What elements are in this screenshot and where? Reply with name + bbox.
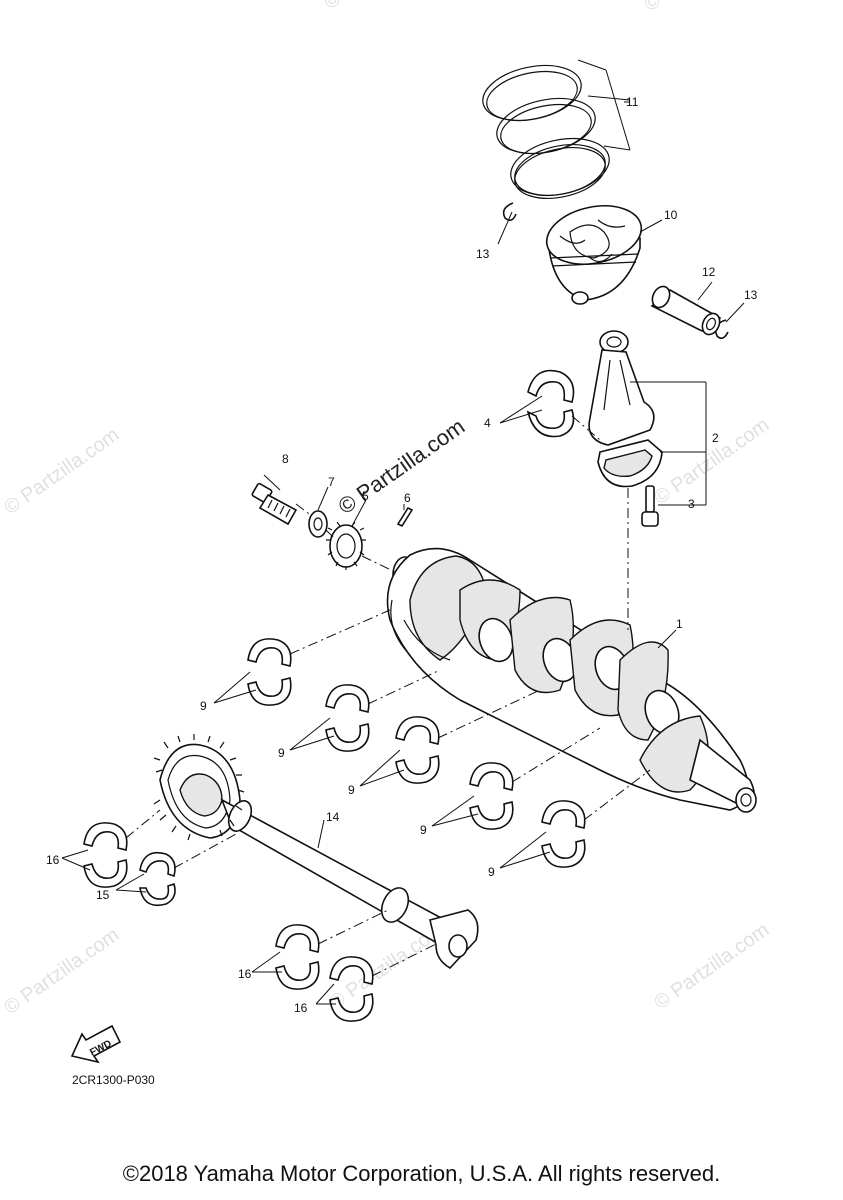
watermarks: © Partzilla.com © Partzilla.com © Partzi… <box>0 0 773 1019</box>
callout-1: 1 <box>676 617 683 631</box>
piston-pin <box>650 285 722 336</box>
callout-9: 9 <box>488 865 495 879</box>
callout-9: 9 <box>278 746 285 760</box>
callout-16: 16 <box>46 853 60 867</box>
callouts: 1 2 3 4 5 6 7 8 9 9 9 9 9 10 11 12 13 13… <box>46 95 758 1015</box>
callout-8: 8 <box>282 452 289 466</box>
callout-12: 12 <box>702 265 716 279</box>
callout-7: 7 <box>328 475 335 489</box>
callout-5: 5 <box>362 489 369 503</box>
callout-13: 13 <box>744 288 758 302</box>
callout-6: 6 <box>404 491 411 505</box>
connecting-rod <box>588 330 663 488</box>
callout-16: 16 <box>294 1001 308 1015</box>
connecting-rod-bolt <box>641 485 659 527</box>
callout-14: 14 <box>326 810 340 824</box>
callout-10: 10 <box>664 208 678 222</box>
washer <box>308 510 328 538</box>
crank-main-bearings <box>247 638 586 868</box>
watermark: © Partzilla.com <box>0 924 123 1019</box>
callout-2: 2 <box>712 431 719 445</box>
piston-pin-clip-left <box>502 202 517 222</box>
balancer-bearings <box>83 822 374 1022</box>
watermark: © Partzilla.com <box>320 0 443 14</box>
woodruff-key <box>396 506 414 528</box>
piston-rings <box>482 64 610 199</box>
piston <box>545 205 643 305</box>
callout-16: 16 <box>238 967 252 981</box>
callout-13: 13 <box>476 247 490 261</box>
leader-lines <box>61 59 745 1005</box>
copyright-notice: ©2018 Yamaha Motor Corporation, U.S.A. A… <box>122 1161 721 1186</box>
fwd-arrow-icon: FWD <box>70 1024 122 1064</box>
balancer-shaft <box>153 734 479 970</box>
conrod-bearings <box>526 369 575 438</box>
callout-15: 15 <box>96 888 110 902</box>
watermark: © Partzilla.com <box>640 0 763 16</box>
watermark: © Partzilla.com <box>0 424 123 519</box>
watermark-center: © Partzilla.com <box>334 414 470 520</box>
callout-9: 9 <box>348 783 355 797</box>
crank-end-bolt <box>251 482 298 526</box>
callout-4: 4 <box>484 416 491 430</box>
diagram-code: 2CR1300-P030 <box>72 1073 155 1087</box>
callout-3: 3 <box>688 497 695 511</box>
crankshaft <box>386 547 757 813</box>
callout-9: 9 <box>420 823 427 837</box>
timing-gear <box>326 521 366 570</box>
watermark: © Partzilla.com <box>650 919 773 1014</box>
watermark: © Partzilla.com <box>650 414 773 509</box>
callout-11: 11 <box>626 95 639 109</box>
dash-lines <box>125 415 651 977</box>
callout-9: 9 <box>200 699 207 713</box>
